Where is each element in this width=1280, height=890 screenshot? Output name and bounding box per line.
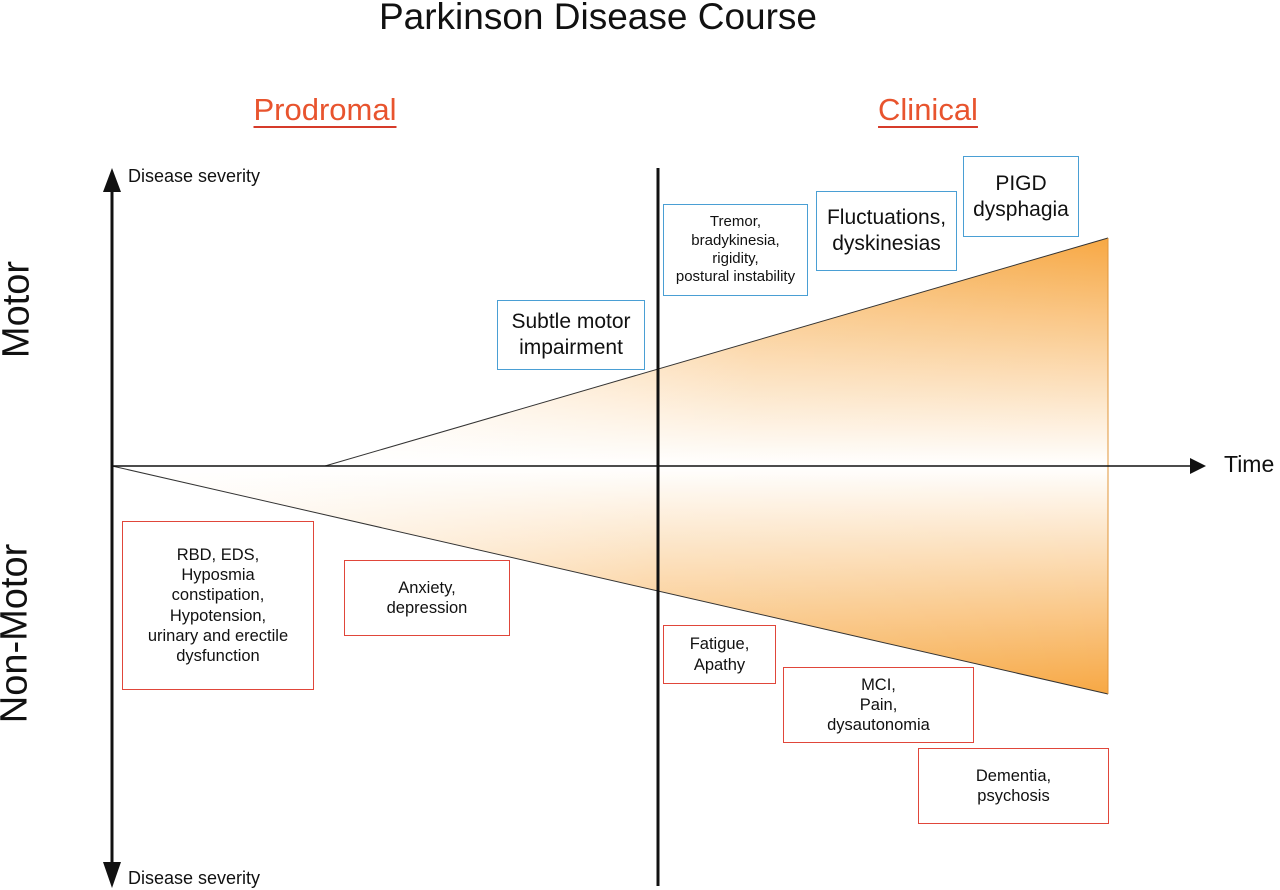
motor-box-fluctuations: Fluctuations, dyskinesias — [816, 191, 957, 271]
motor-box-subtle-impairment: Subtle motor impairment — [497, 300, 645, 370]
time-axis-label: Time — [1224, 451, 1275, 477]
phase-clinical-label: Clinical — [878, 92, 978, 127]
severity-arrow-up — [103, 168, 121, 192]
non-motor-box-anxiety: Anxiety, depression — [344, 560, 510, 636]
severity-arrow-down — [103, 862, 121, 888]
non-motor-box-mci: MCI, Pain, dysautonomia — [783, 667, 974, 743]
non-motor-side-label: Non-Motor — [0, 543, 36, 724]
motor-side-label: Motor — [0, 260, 38, 359]
time-arrow — [1190, 458, 1206, 474]
non-motor-box-fatigue: Fatigue, Apathy — [663, 625, 776, 684]
motor-box-cardinal-signs: Tremor, bradykinesia, rigidity, postural… — [663, 204, 808, 296]
non-motor-box-dementia: Dementia, psychosis — [918, 748, 1109, 824]
severity-bottom-label: Disease severity — [128, 868, 261, 888]
severity-top-label: Disease severity — [128, 166, 261, 186]
motor-box-pigd: PIGD dysphagia — [963, 156, 1079, 237]
phase-prodromal-label: Prodromal — [253, 92, 397, 127]
non-motor-box-rbd-eds: RBD, EDS, Hyposmia constipation, Hypoten… — [122, 521, 314, 690]
diagram-title: Parkinson Disease Course — [378, 0, 818, 37]
